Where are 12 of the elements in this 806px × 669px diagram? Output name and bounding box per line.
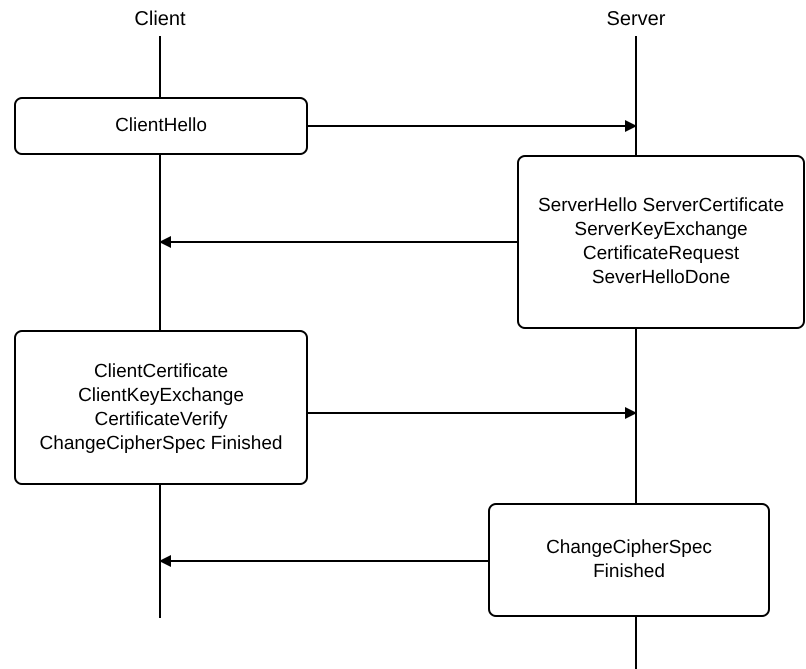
arrow [308,407,637,419]
message-box [488,503,770,617]
message-text: ServerHello ServerCertificate ServerKeyExchange CertificateRequest SeverHelloDone [536,194,786,290]
message-text: ChangeCipherSpec Finished [545,536,713,584]
message-box [517,155,805,329]
message-text: ClientHello [114,114,208,138]
message-text: ClientCertificate ClientKeyExchange CertificateVerify ChangeCipherSpec Finished [38,360,284,456]
message-box [14,97,308,155]
message-box [14,330,308,485]
arrow [159,236,517,248]
arrow [308,120,637,132]
arrow [159,555,488,567]
